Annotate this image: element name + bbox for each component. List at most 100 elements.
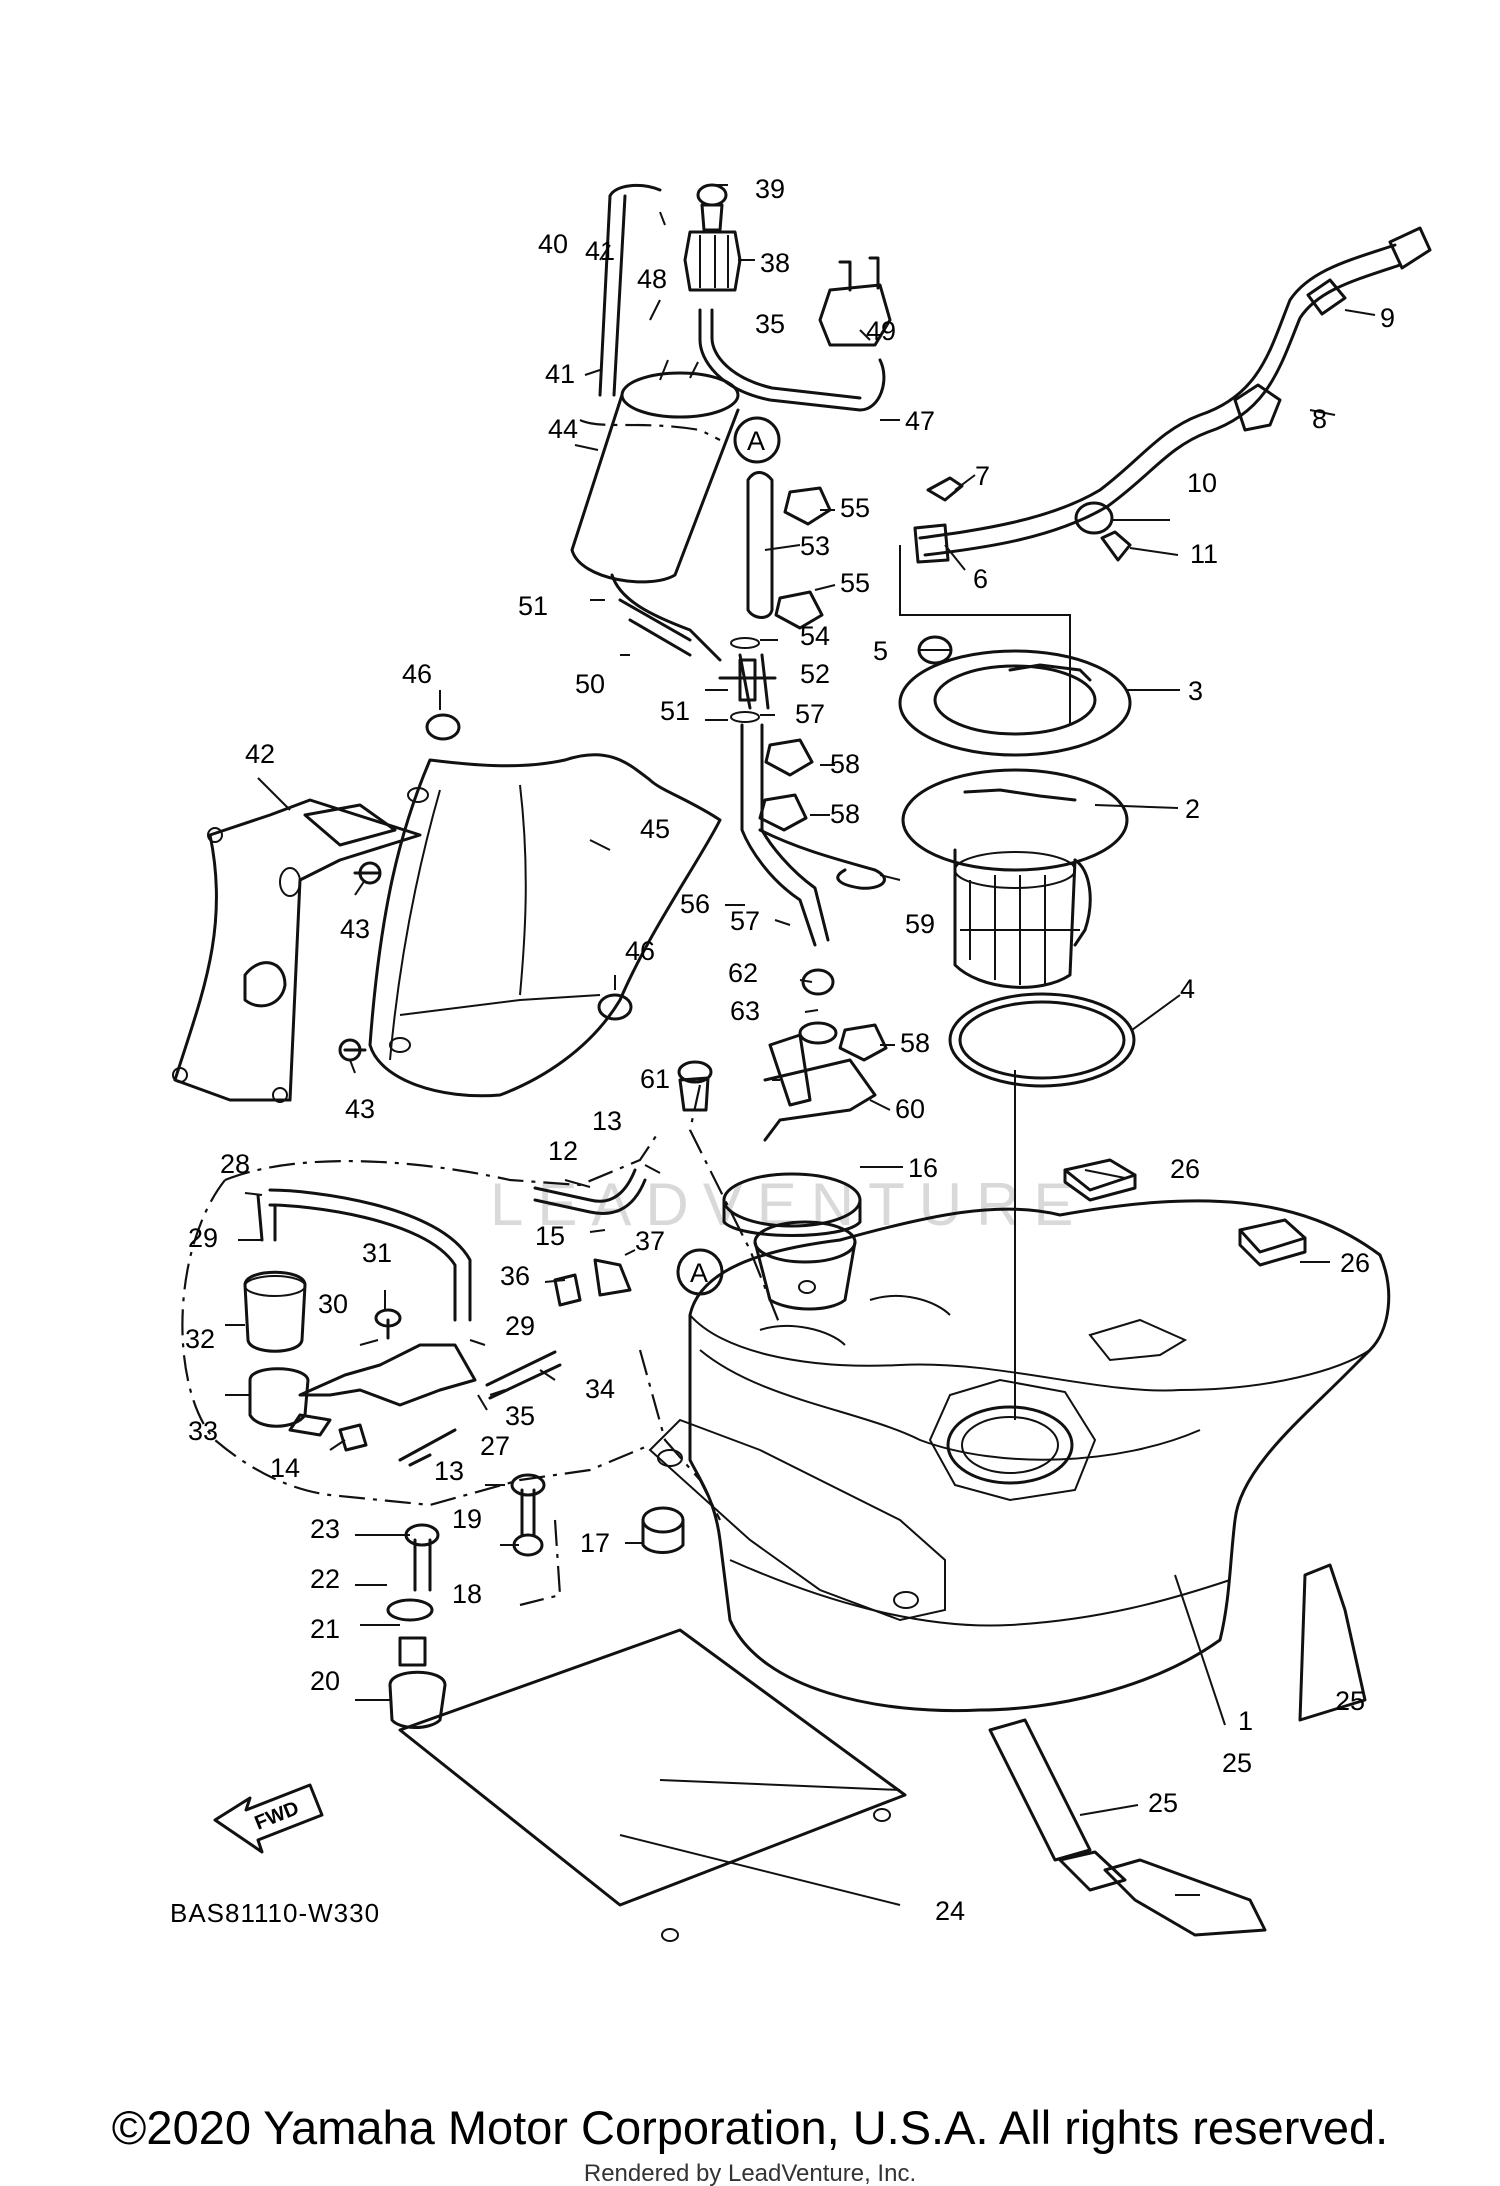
- callout-15: 15: [535, 1221, 565, 1251]
- callout-29-left: 29: [188, 1223, 218, 1253]
- callout-18: 18: [452, 1579, 482, 1609]
- skid-plate-24: [398, 1628, 907, 1942]
- leader-lines: [225, 184, 1376, 1906]
- fwd-label: FWD: [252, 1797, 302, 1834]
- circle-a-lower: A: [690, 1258, 708, 1288]
- vacuum-solenoid-38: [683, 183, 742, 292]
- callout-47: 47: [905, 406, 935, 436]
- callout-9: 9: [1380, 303, 1395, 333]
- callout-16: 16: [908, 1153, 938, 1183]
- reference-a-markers: A A: [676, 416, 781, 1296]
- tank-filler-grommet-16-37: [722, 1172, 862, 1311]
- callout-35-upper: 35: [755, 309, 785, 339]
- callout-63: 63: [730, 996, 760, 1026]
- callout-43-lower: 43: [345, 1094, 375, 1124]
- callout-58-lower: 58: [900, 1028, 930, 1058]
- callout-58-upper: 58: [830, 749, 860, 779]
- callout-14: 14: [270, 1453, 300, 1483]
- fuel-tank: [648, 1199, 1391, 1713]
- callout-7: 7: [975, 461, 990, 491]
- callout-36: 36: [500, 1261, 530, 1291]
- callout-56: 56: [680, 889, 710, 919]
- callout-45: 45: [640, 814, 670, 844]
- callout-51-lower: 51: [660, 696, 690, 726]
- callout-13-upper: 13: [592, 1106, 622, 1136]
- callout-30: 30: [318, 1289, 348, 1319]
- vent-valve-49: [818, 256, 892, 347]
- breather-hose-12: [533, 1168, 647, 1215]
- callout-40: 40: [538, 229, 568, 259]
- callout-23: 23: [310, 1514, 340, 1544]
- fuel-hose-front: [913, 226, 1432, 564]
- callout-26-lower: 26: [1340, 1248, 1370, 1278]
- callout-33: 33: [188, 1416, 218, 1446]
- callout-3: 3: [1188, 676, 1203, 706]
- mounting-bracket-42: [172, 798, 422, 1103]
- callout-41-upper: 41: [585, 236, 615, 266]
- hose-bracket-60: [677, 968, 877, 1142]
- callout-11: 11: [1190, 539, 1218, 569]
- callout-35-lower: 35: [505, 1401, 535, 1431]
- callout-48: 48: [637, 264, 667, 294]
- callout-57-lower: 57: [730, 906, 760, 936]
- callout-55-lower: 55: [840, 568, 870, 598]
- callout-52: 52: [800, 659, 830, 689]
- callout-44: 44: [548, 414, 578, 444]
- rendered-by-notice: Rendered by LeadVenture, Inc.: [583, 2160, 917, 2186]
- callout-53: 53: [800, 531, 830, 561]
- callout-51-upper: 51: [518, 591, 548, 621]
- callout-61: 61: [640, 1064, 670, 1094]
- callout-10: 10: [1187, 468, 1217, 498]
- callout-37: 37: [635, 1226, 665, 1256]
- drain-hoses-left: [243, 1188, 632, 1467]
- callout-39: 39: [755, 174, 785, 204]
- callout-55-upper: 55: [840, 493, 870, 523]
- callout-24: 24: [935, 1896, 965, 1926]
- breather-hose-59: [758, 828, 886, 890]
- hose-clamps: [718, 486, 888, 1062]
- callout-4: 4: [1180, 974, 1195, 1004]
- callout-12: 12: [548, 1136, 578, 1166]
- circle-a-upper: A: [747, 426, 765, 456]
- callout-34: 34: [585, 1374, 615, 1404]
- callout-5: 5: [873, 636, 888, 666]
- callout-17: 17: [580, 1528, 610, 1558]
- callout-20: 20: [310, 1666, 340, 1696]
- copyright-notice: ©2020 Yamaha Motor Corporation, U.S.A. A…: [111, 2101, 1389, 2154]
- heat-guard-45: [368, 753, 722, 1098]
- callout-60: 60: [895, 1094, 925, 1124]
- fwd-arrow-icon: FWD: [213, 1783, 324, 1854]
- callout-25-right: 25: [1335, 1686, 1365, 1716]
- callout-1: 1: [1238, 1706, 1253, 1736]
- callout-22: 22: [310, 1564, 340, 1594]
- callout-25-left: 25: [1148, 1788, 1178, 1818]
- callout-13-lower: 13: [434, 1456, 464, 1486]
- callout-2: 2: [1185, 794, 1200, 824]
- fuel-pump-assembly: [898, 649, 1136, 1088]
- charcoal-canister: [570, 359, 740, 662]
- tank-pads: [988, 1158, 1367, 1937]
- callout-46-lower: 46: [625, 936, 655, 966]
- callout-29-right: 29: [505, 1311, 535, 1341]
- callout-21: 21: [310, 1614, 340, 1644]
- callout-57-upper: 57: [795, 699, 825, 729]
- callout-25-middle: 25: [1222, 1748, 1252, 1778]
- callout-46-upper: 46: [402, 659, 432, 689]
- callout-32: 32: [185, 1324, 215, 1354]
- callout-6: 6: [973, 564, 988, 594]
- callout-26-upper: 26: [1170, 1154, 1200, 1184]
- callout-54: 54: [800, 621, 830, 651]
- callout-38: 38: [760, 248, 790, 278]
- callout-8: 8: [1312, 404, 1327, 434]
- callout-31: 31: [362, 1238, 392, 1268]
- diagram-code: BAS81110-W330: [170, 1898, 381, 1928]
- callout-50: 50: [575, 669, 605, 699]
- callout-42: 42: [245, 739, 275, 769]
- callout-58-middle: 58: [830, 799, 860, 829]
- watermark-text: LEADVENTURE: [490, 1171, 1087, 1238]
- callout-49: 49: [866, 316, 896, 346]
- callout-62: 62: [728, 958, 758, 988]
- callout-19: 19: [452, 1504, 482, 1534]
